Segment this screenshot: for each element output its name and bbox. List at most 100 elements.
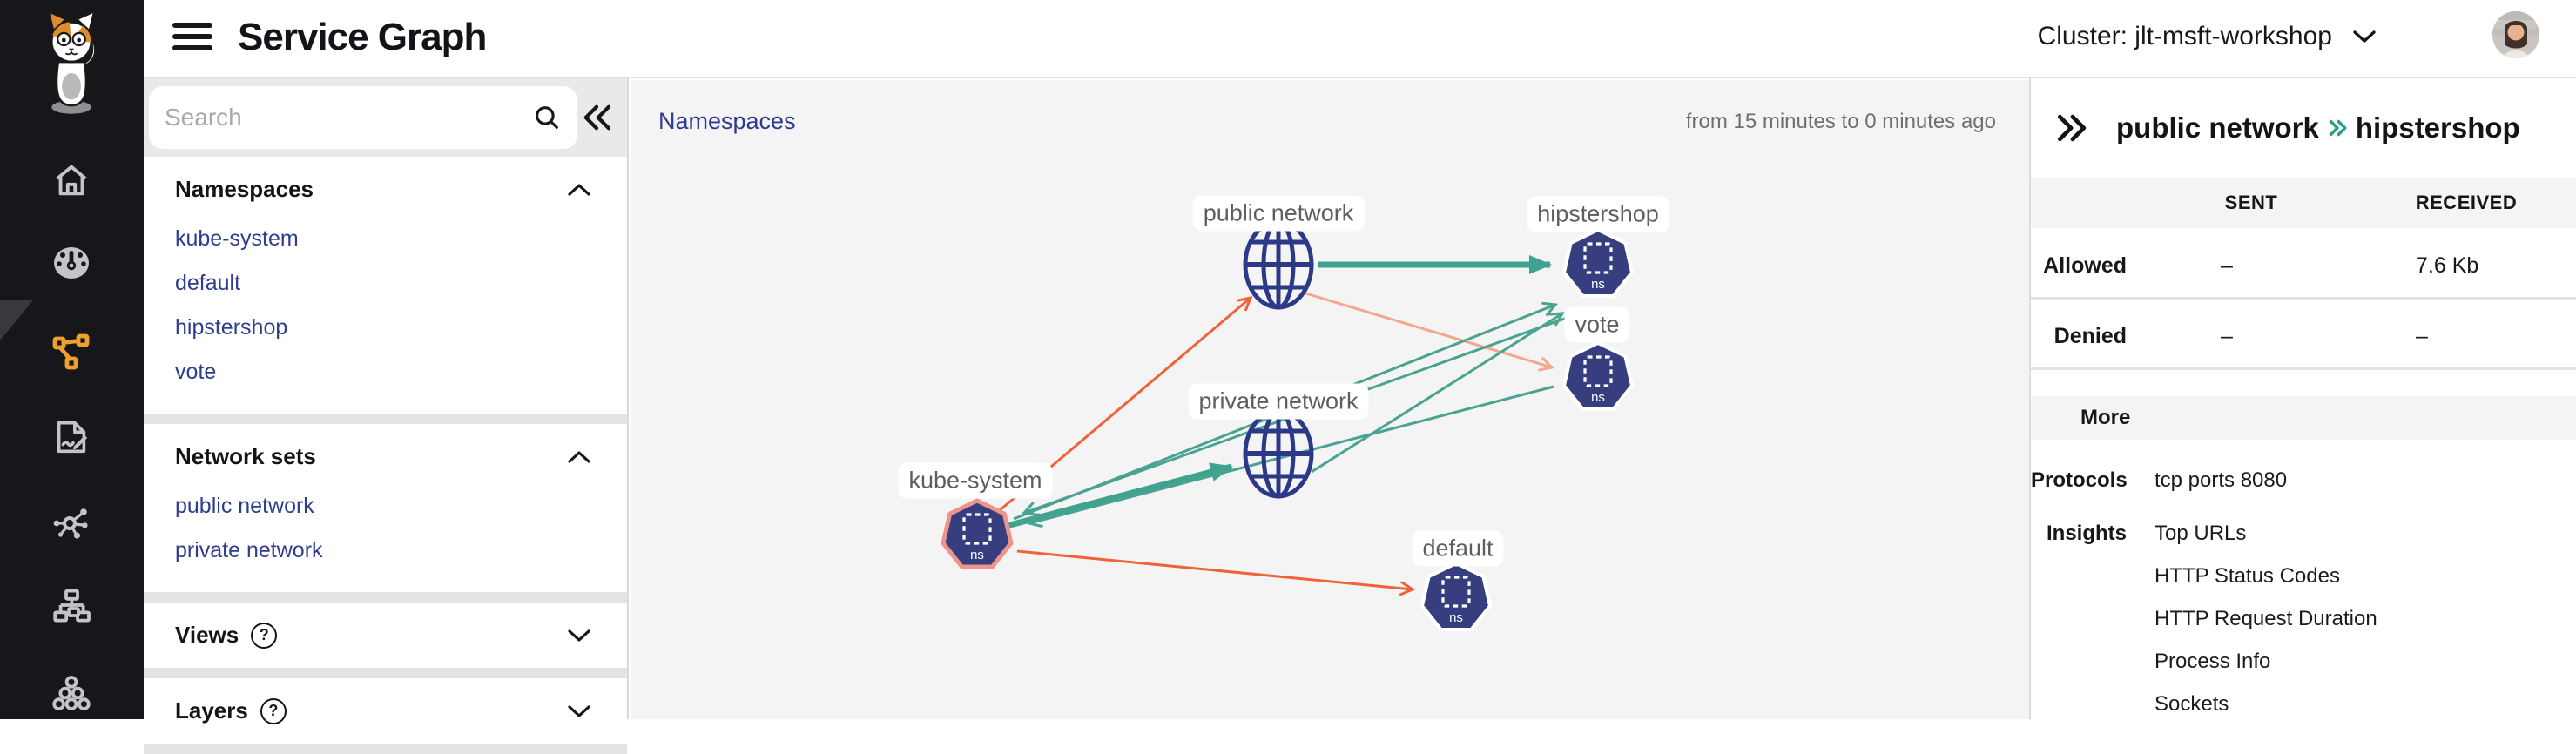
divider — [144, 744, 627, 754]
edge-kube-system-to-default[interactable] — [1016, 549, 1413, 589]
allowed-received-value: 7.6 Kb — [2416, 253, 2479, 278]
ns-badge: ns — [1591, 277, 1605, 292]
denied-received-value: – — [2416, 324, 2428, 348]
insight-item-sockets: Sockets — [2155, 692, 2229, 716]
section-title: Namespaces — [175, 176, 314, 202]
node-label-public-network[interactable]: public network — [1192, 195, 1365, 232]
chevron-up-icon[interactable] — [566, 181, 592, 199]
section-title: Views — [175, 622, 239, 648]
node-label-vote[interactable]: vote — [1564, 306, 1630, 343]
node-label-hipstershop[interactable]: hipstershop — [1527, 196, 1669, 232]
column-header-sent: SENT — [2224, 192, 2278, 213]
ns-badge: ns — [1449, 610, 1463, 625]
divider — [144, 668, 627, 678]
network-set-link-private-network[interactable]: private network — [175, 538, 323, 562]
section-namespaces-header[interactable]: Namespaces — [144, 157, 627, 217]
denied-sent-value: – — [2221, 324, 2233, 348]
insights-label: Insights — [2046, 522, 2127, 545]
node-label-kube-system[interactable]: kube-system — [898, 462, 1053, 499]
sidebar-item-dashboard[interactable] — [44, 240, 99, 286]
more-section-header[interactable]: More — [2031, 396, 2576, 440]
service-graph-canvas[interactable]: Namespaces from 15 minutes to 0 minutes … — [631, 80, 2029, 719]
breadcrumb-target: hipstershop — [2355, 111, 2520, 144]
sidebar-item-policy-report[interactable] — [44, 414, 99, 460]
sidebar-item-home[interactable] — [44, 158, 99, 203]
node-label-private-network[interactable]: private network — [1188, 383, 1369, 420]
collapse-panel-button[interactable] — [578, 99, 615, 140]
search-input[interactable] — [165, 104, 532, 131]
collapse-details-button[interactable] — [2053, 109, 2092, 147]
chevron-up-icon[interactable] — [566, 448, 592, 466]
sidebar-item-network-hierarchy[interactable] — [44, 584, 99, 629]
search-band — [144, 78, 627, 157]
chevron-down-icon[interactable] — [566, 703, 592, 720]
divider — [144, 592, 627, 603]
insight-item-process-info: Process Info — [2155, 650, 2271, 673]
cluster-selector-label: Cluster: jlt-msft-workshop — [2037, 22, 2332, 50]
details-header: public network hipstershop — [2031, 78, 2576, 178]
user-avatar[interactable] — [2492, 11, 2539, 58]
chevron-down-icon — [2353, 30, 2376, 43]
section-views-header[interactable]: Views ? — [144, 603, 627, 668]
section-layers: Layers ? — [144, 678, 627, 744]
double-chevron-right-icon — [2057, 114, 2087, 142]
table-row-denied: Denied – – — [2031, 300, 2576, 370]
left-rail — [0, 0, 144, 719]
calico-cat-logo — [47, 10, 97, 114]
edge-kube-system-to-private-network[interactable] — [1006, 462, 1233, 529]
row-label: Denied — [2053, 324, 2127, 348]
node-public-network[interactable] — [1243, 219, 1314, 310]
insight-item-http-status-codes: HTTP Status Codes — [2155, 564, 2340, 588]
sidebar-item-service-graph[interactable] — [44, 330, 99, 375]
node-label-default[interactable]: default — [1412, 530, 1504, 567]
graph-svg: ns ns ns ns — [941, 219, 1634, 631]
network-set-link-public-network[interactable]: public network — [175, 494, 314, 518]
active-item-wedge — [0, 300, 33, 340]
row-label: Allowed — [2043, 253, 2127, 278]
divider — [144, 414, 627, 424]
node-default[interactable]: ns — [1420, 562, 1492, 631]
sidebar-item-flow-visualizer[interactable] — [44, 500, 99, 545]
breadcrumb-source: public network — [2116, 111, 2319, 144]
insight-item-http-request-duration: HTTP Request Duration — [2155, 607, 2377, 630]
section-network-sets: Network sets public network private netw… — [144, 424, 627, 592]
column-header-received: RECEIVED — [2415, 192, 2518, 213]
more-label: More — [2080, 406, 2131, 429]
double-chevron-left-icon — [583, 104, 611, 131]
report-edit-icon — [57, 421, 88, 454]
search-box — [149, 86, 577, 149]
search-icon[interactable] — [532, 103, 562, 132]
section-title: Network sets — [175, 443, 316, 469]
service-graph-icon — [52, 333, 90, 370]
top-bar: Service Graph Cluster: jlt-msft-workshop — [144, 0, 2576, 78]
edge-private-network-to-hipstershop[interactable] — [1311, 313, 1562, 474]
node-kube-system[interactable]: ns — [941, 498, 1014, 569]
avatar-photo — [2492, 11, 2539, 58]
graph-filter-panel: Namespaces kube-system default hipstersh… — [144, 78, 629, 754]
protocols-label: Protocols — [2031, 468, 2128, 492]
table-row-allowed: Allowed – 7.6 Kb — [2031, 228, 2576, 300]
edge-public-network-to-vote[interactable] — [1302, 291, 1552, 367]
namespace-link-default[interactable]: default — [175, 271, 241, 295]
cluster-selector[interactable]: Cluster: jlt-msft-workshop — [2038, 22, 2377, 51]
clusters-icon — [52, 676, 91, 710]
section-network-sets-header[interactable]: Network sets — [144, 424, 627, 484]
chevron-down-icon[interactable] — [566, 627, 592, 644]
hamburger-menu-button[interactable] — [172, 23, 212, 56]
node-private-network[interactable] — [1243, 408, 1314, 499]
node-hipstershop[interactable]: ns — [1562, 228, 1634, 298]
node-vote[interactable]: ns — [1562, 341, 1634, 411]
allowed-sent-value: – — [2221, 253, 2233, 278]
namespace-link-kube-system[interactable]: kube-system — [175, 226, 299, 251]
ns-badge: ns — [1591, 390, 1605, 405]
protocols-value: tcp ports 8080 — [2155, 468, 2288, 492]
insight-item-top-urls: Top URLs — [2155, 522, 2247, 545]
section-layers-header[interactable]: Layers ? — [144, 678, 627, 744]
namespace-link-hipstershop[interactable]: hipstershop — [175, 315, 288, 340]
section-title: Layers — [175, 697, 248, 724]
molecule-icon — [53, 508, 88, 539]
help-icon[interactable]: ? — [251, 622, 278, 649]
sidebar-item-clusters[interactable] — [44, 671, 99, 717]
help-icon[interactable]: ? — [260, 697, 287, 724]
namespace-link-vote[interactable]: vote — [175, 360, 217, 384]
